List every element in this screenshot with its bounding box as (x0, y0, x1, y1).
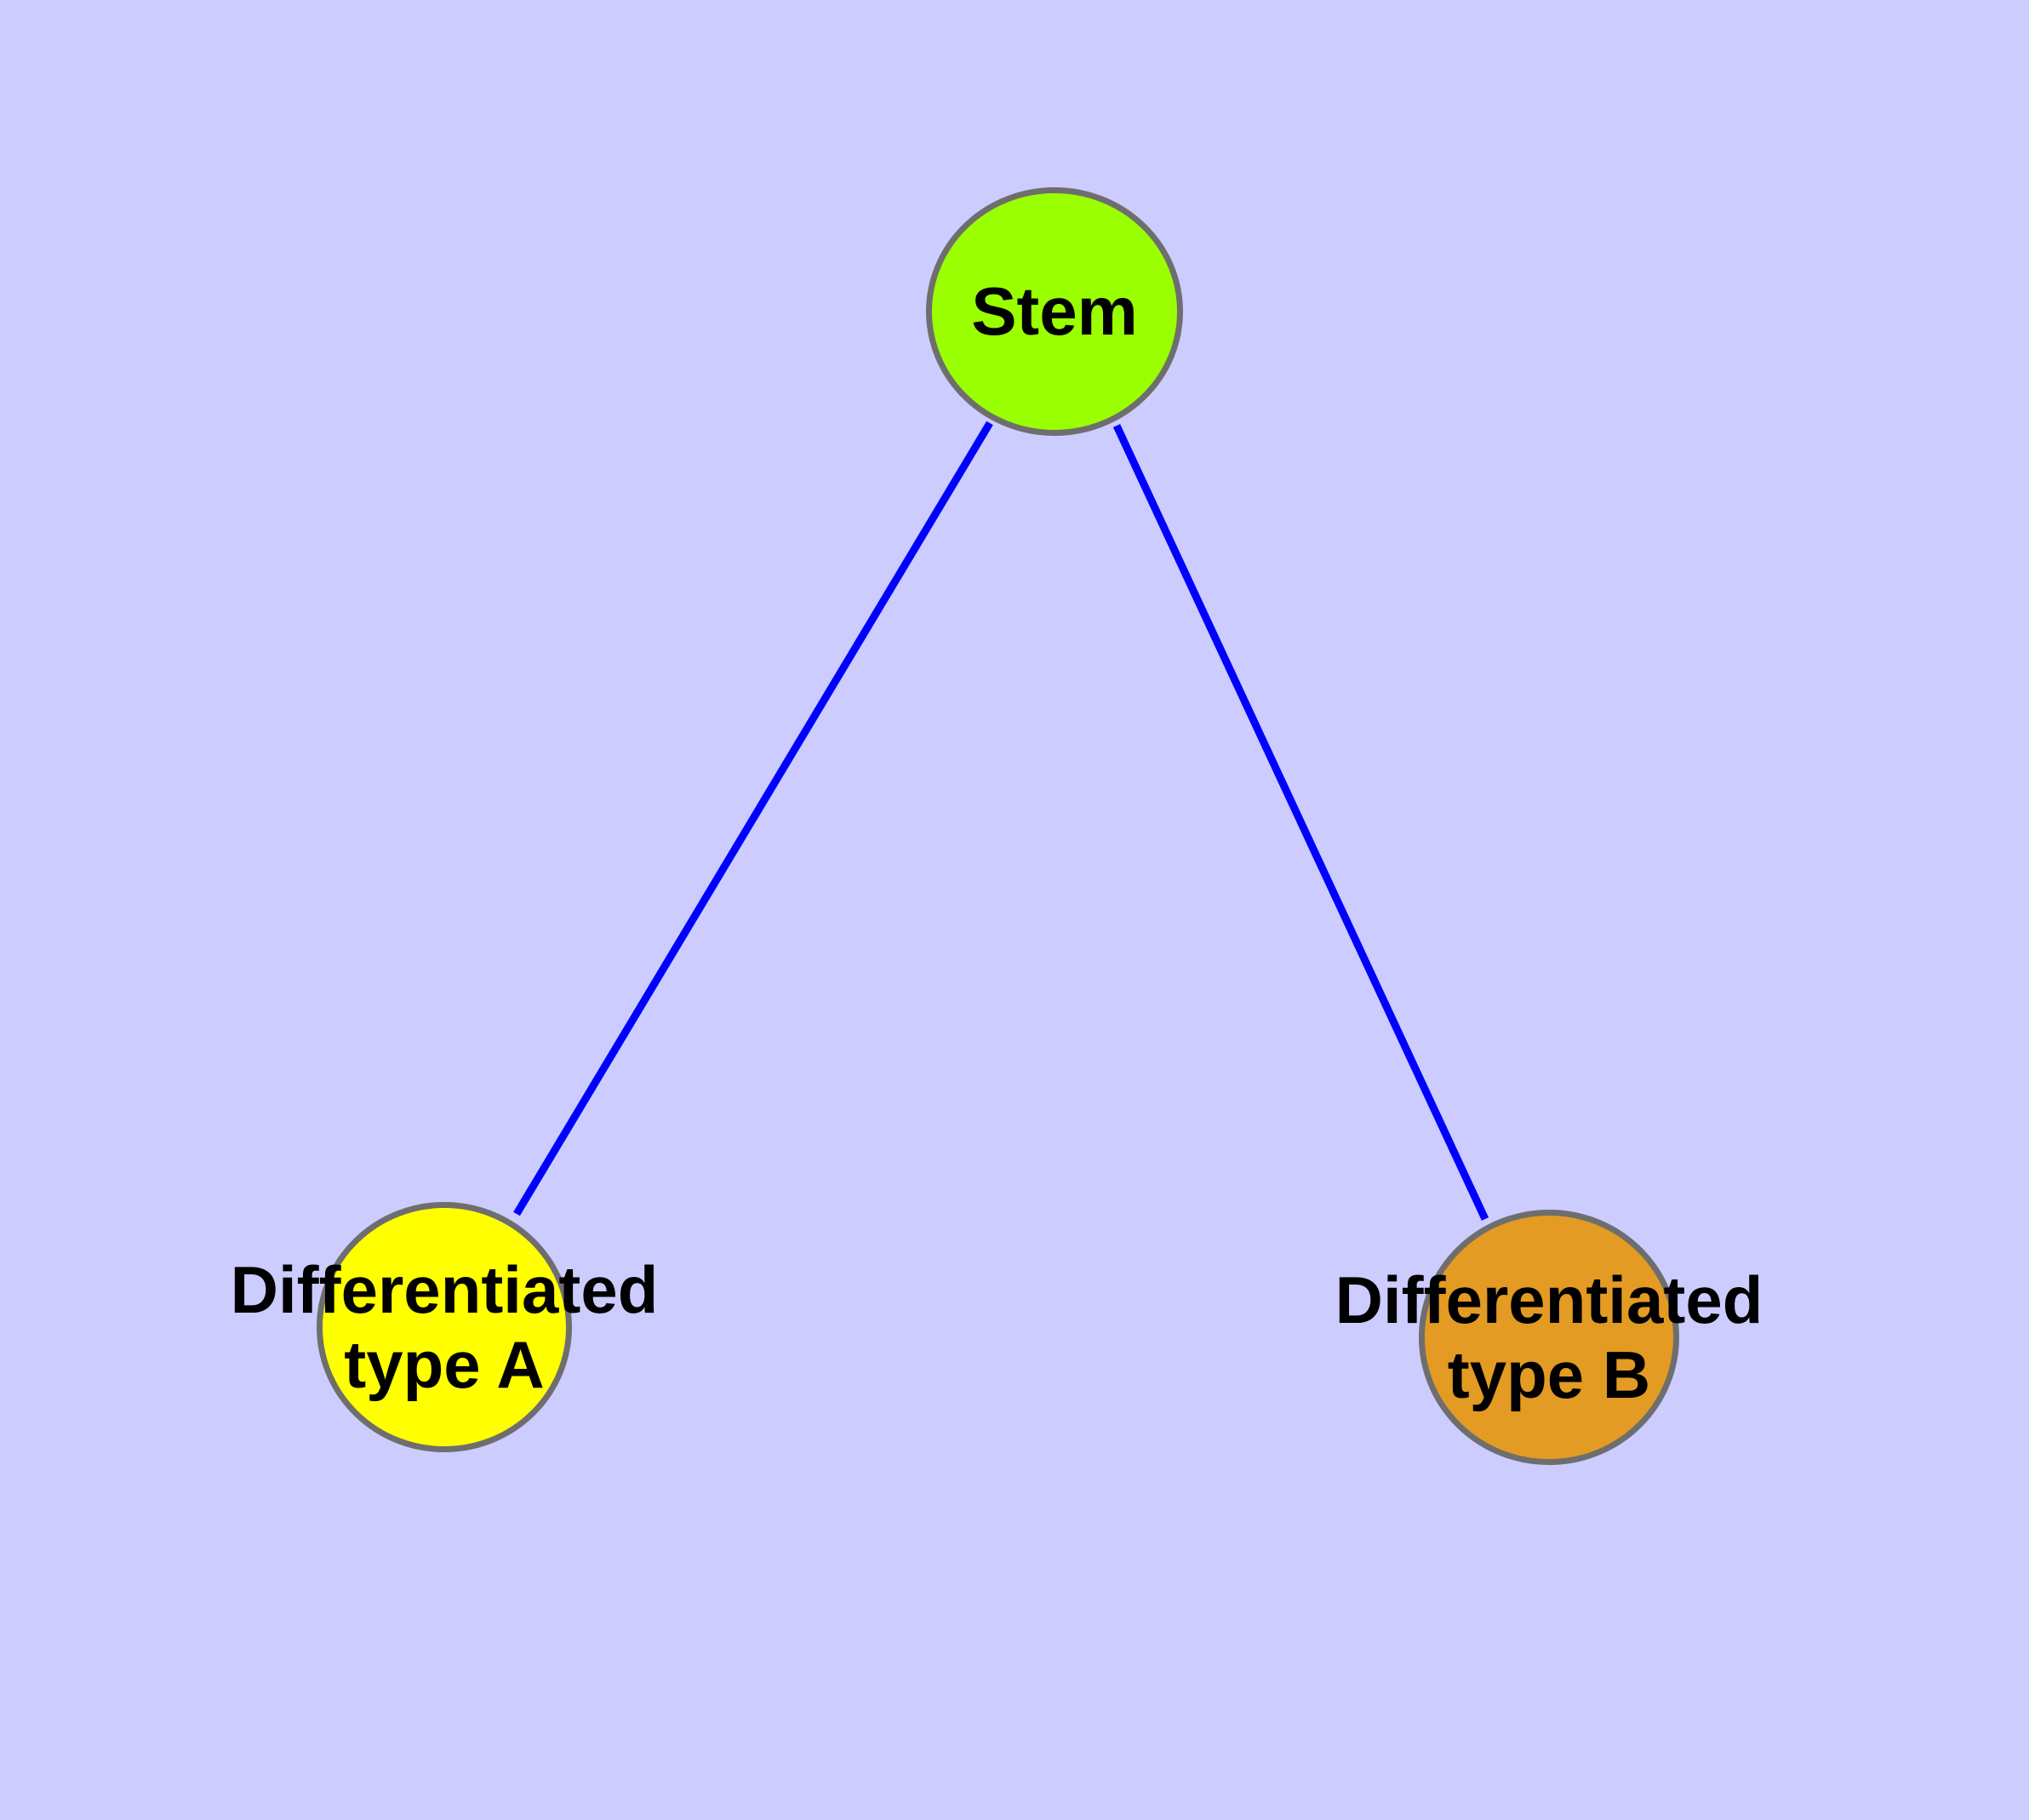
node-differentiated-type-b[interactable] (1419, 1210, 1679, 1465)
nodes-layer (317, 187, 1679, 1465)
edges-layer (513, 421, 1489, 1221)
edge-stem-to-differentiated-type-b[interactable] (1112, 424, 1489, 1221)
node-differentiated-type-a[interactable] (317, 1202, 572, 1452)
edge-stem-to-differentiated-type-a[interactable] (513, 421, 993, 1216)
node-stem[interactable] (926, 187, 1183, 436)
